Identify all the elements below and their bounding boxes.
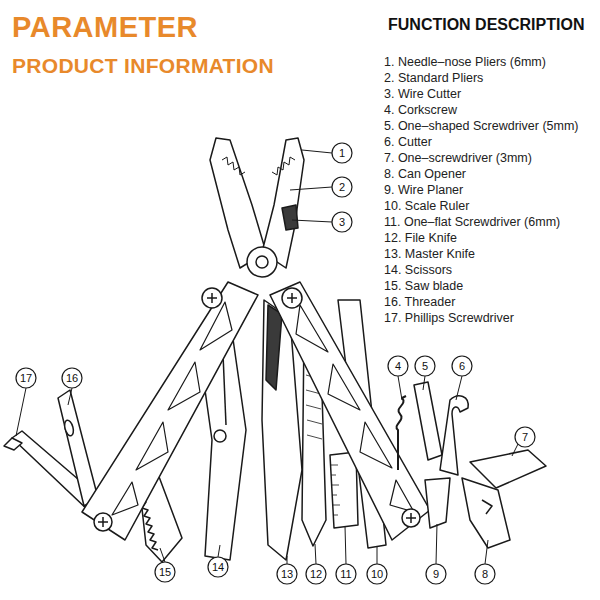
- threader: [58, 390, 98, 506]
- callout-circles: [16, 143, 535, 584]
- leader-line: [160, 548, 165, 562]
- callout-number: 3: [331, 216, 353, 228]
- callout-number: 6: [451, 360, 473, 372]
- screw-heads: [98, 293, 416, 527]
- leader-line: [456, 376, 462, 400]
- callout-number: 17: [15, 372, 37, 384]
- leader-line: [377, 546, 378, 564]
- function-item: 16. Threader: [384, 296, 455, 310]
- knife-spine: [266, 305, 282, 390]
- callout-number: 12: [305, 568, 327, 580]
- function-item: 5. One–shaped Screwdriver (5mm): [384, 120, 579, 134]
- callout-circle: [452, 356, 472, 376]
- callout-circle: [367, 564, 387, 584]
- function-item: 15. Saw blade: [384, 280, 463, 294]
- callout-number: 8: [474, 568, 496, 580]
- tool-drawing: [4, 138, 546, 562]
- can-opener: [462, 478, 510, 548]
- cutter: [440, 396, 468, 475]
- callout-circle: [388, 356, 408, 376]
- leader-line: [512, 444, 518, 456]
- wire-cutter: [282, 205, 298, 230]
- function-item: 7. One–screwdriver (3mm): [384, 152, 532, 166]
- function-item: 4. Corkscrew: [384, 104, 457, 118]
- callout-circle: [155, 562, 175, 582]
- callout-number: 16: [61, 372, 83, 384]
- function-item: 17. Phillips Screwdriver: [384, 312, 514, 326]
- callout-number: 9: [425, 568, 447, 580]
- function-item: 11. One–flat Screwdriver (6mm): [384, 216, 560, 230]
- callout-number: 5: [414, 360, 436, 372]
- pivot: [247, 247, 277, 277]
- leader-line: [423, 376, 425, 390]
- callout-number: 14: [207, 561, 229, 573]
- function-item: 9. Wire Planer: [384, 184, 463, 198]
- ruler-ticks: [330, 465, 340, 515]
- function-item: 1. Needle–nose Pliers (6mm): [384, 56, 546, 70]
- callout-circle: [426, 564, 446, 584]
- jaw-teeth: [272, 157, 295, 175]
- leader-line: [485, 540, 488, 564]
- function-item: 12. File Knife: [384, 232, 457, 246]
- callout-circle: [415, 356, 435, 376]
- left-handle: [82, 282, 258, 540]
- function-item: 3. Wire Cutter: [384, 88, 461, 102]
- function-item: 6. Cutter: [384, 136, 432, 150]
- title: PARAMETER: [12, 12, 198, 44]
- leader-line: [302, 150, 332, 153]
- callout-circle: [306, 564, 326, 584]
- function-item: 10. Scale Ruler: [384, 200, 469, 214]
- scissors-pivot: [214, 430, 226, 442]
- leader-line: [68, 388, 72, 405]
- threader-hole: [63, 419, 75, 437]
- one-shaped-screwdriver: [414, 382, 442, 460]
- leader-line: [292, 220, 332, 222]
- subtitle: PRODUCT INFORMATION: [12, 54, 274, 77]
- callout-number: 15: [154, 566, 176, 578]
- can-opener-hook: [482, 500, 492, 514]
- function-item: 14. Scissors: [384, 264, 452, 278]
- leader-line: [16, 388, 26, 436]
- callout-number: 7: [514, 431, 536, 443]
- leader-lines: [16, 150, 518, 564]
- callout-circle: [515, 427, 535, 447]
- callout-number: 4: [387, 360, 409, 372]
- callout-circle: [277, 564, 297, 584]
- left-handle-truss: [112, 302, 232, 515]
- callout-number: 10: [366, 568, 388, 580]
- phillips-tip: [4, 438, 22, 450]
- pivot-center: [256, 256, 268, 268]
- callout-circle: [475, 564, 495, 584]
- callout-number: 1: [331, 147, 353, 159]
- callout-circle: [332, 143, 352, 163]
- callout-circle: [16, 368, 36, 388]
- callout-number: 11: [335, 568, 357, 580]
- wire-planer: [425, 478, 450, 528]
- leader-line: [398, 376, 402, 400]
- corkscrew: [396, 396, 406, 470]
- callout-number: 13: [276, 568, 298, 580]
- function-item: 13. Master Knife: [384, 248, 475, 262]
- leader-line: [345, 526, 346, 564]
- right-handle-truss: [296, 305, 414, 512]
- callout-circle: [62, 368, 82, 388]
- callout-circle: [332, 212, 352, 232]
- jaw-teeth: [222, 157, 245, 175]
- leader-line: [218, 545, 220, 557]
- small-screwdriver: [470, 450, 546, 488]
- callout-number: 2: [331, 181, 353, 193]
- leader-line: [290, 187, 332, 190]
- function-item: 8. Can Opener: [384, 168, 466, 182]
- callout-circle: [332, 177, 352, 197]
- leader-line: [287, 556, 288, 564]
- function-item: 2. Standard Pliers: [384, 72, 483, 86]
- leader-line: [315, 544, 316, 564]
- section-heading: FUNCTION DESCRIPTION: [388, 16, 584, 34]
- leader-line: [436, 524, 437, 564]
- callout-circle: [336, 564, 356, 584]
- callout-circle: [208, 557, 228, 577]
